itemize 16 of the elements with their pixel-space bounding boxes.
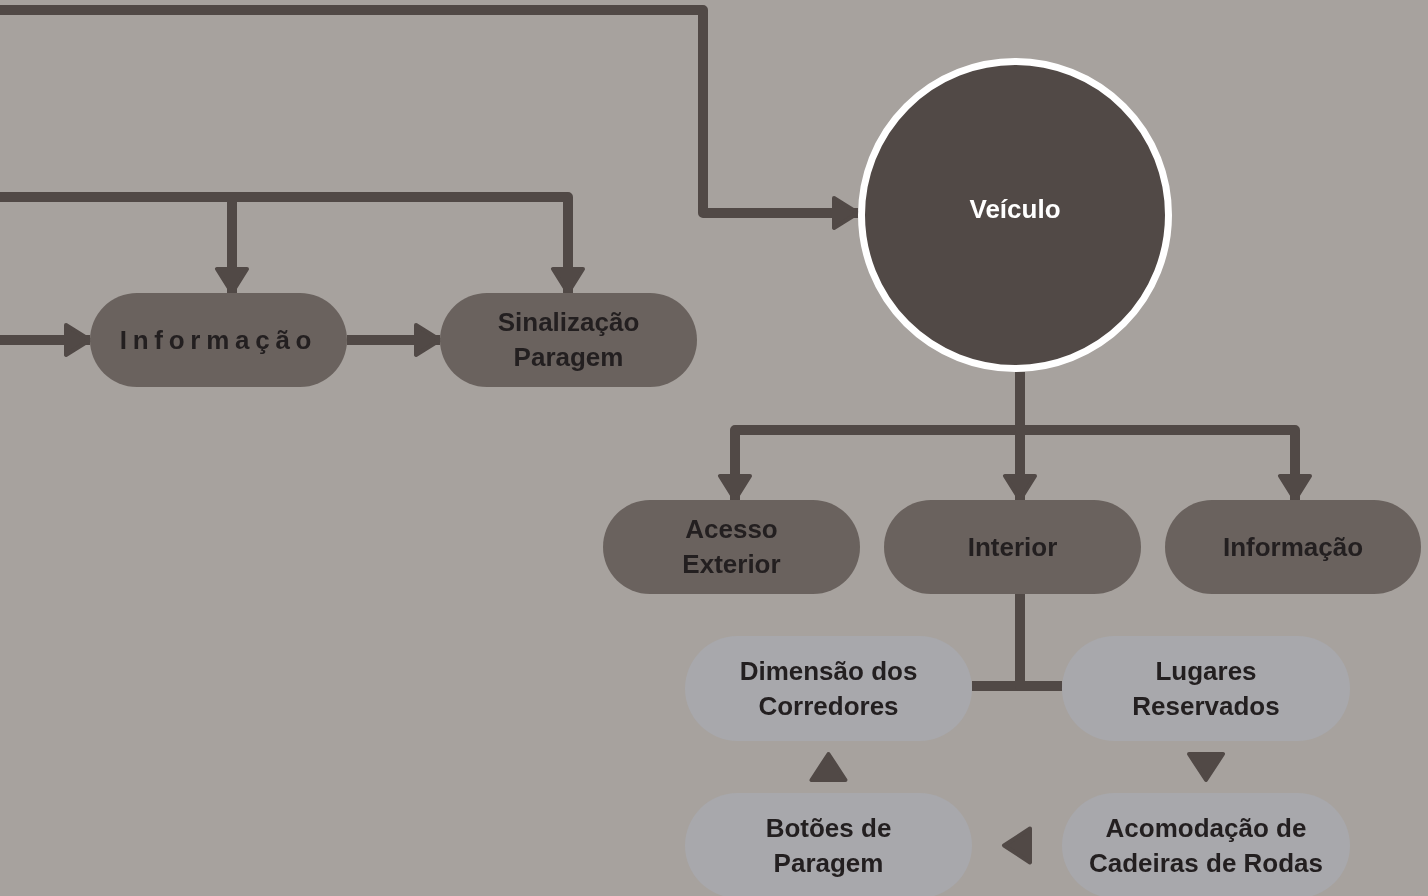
node-label: Informação [1221,530,1365,564]
arrow [347,323,442,357]
arrow [0,5,860,230]
arrowhead [1187,752,1225,782]
arrowhead [809,752,848,782]
node-label: Dimensão dos Corredores [738,654,919,723]
arrow [0,323,92,357]
node-label: Botões de Paragem [764,811,893,880]
node-label: Veículo [968,192,1062,226]
node-label: Informação [118,323,319,357]
node-label: Sinalização Paragem [496,306,641,374]
node-label: Acesso Exterior [681,513,782,581]
node-label: Acomodação de Cadeiras de Rodas [1087,811,1325,880]
arrowhead [1002,826,1032,865]
node-label: Lugares Reservados [1131,654,1281,723]
node-label: Interior [966,530,1059,564]
